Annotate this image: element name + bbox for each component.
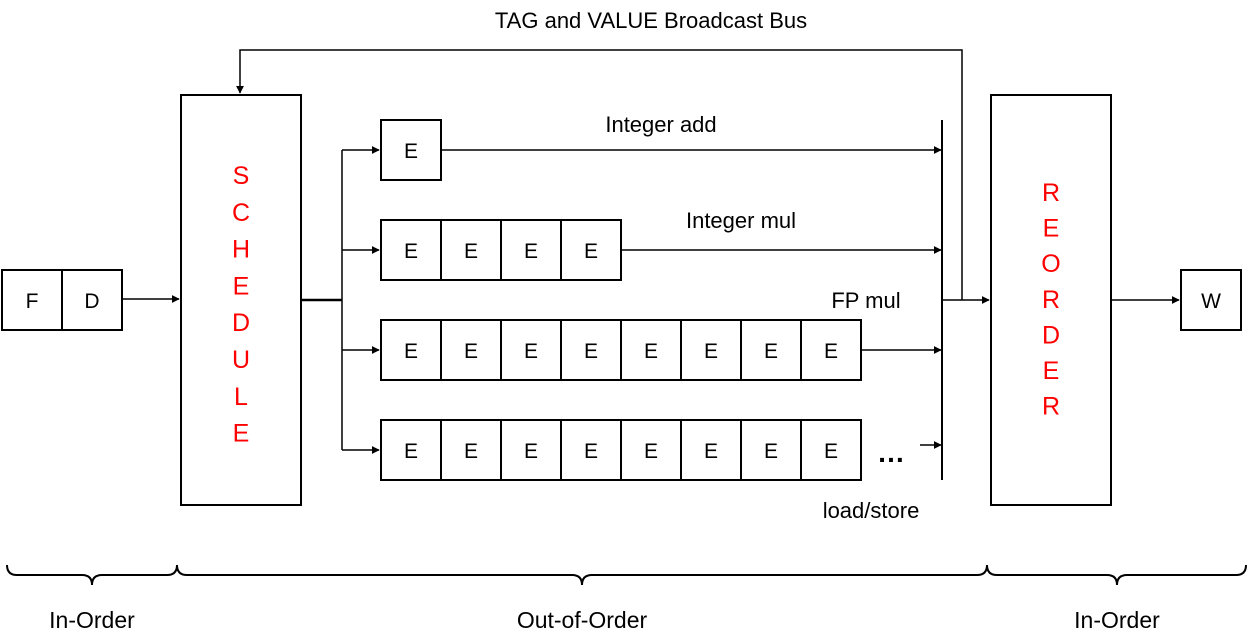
schedule-letter: L xyxy=(234,383,248,411)
reorder-letter: R xyxy=(1042,286,1060,314)
bus-label: TAG and VALUE Broadcast Bus xyxy=(495,8,807,33)
writeback-stage: W xyxy=(1180,269,1242,331)
schedule-letter: U xyxy=(232,346,250,374)
writeback-box xyxy=(1180,269,1242,331)
execute-stage-label: E xyxy=(584,240,598,263)
execute-stage-box xyxy=(620,319,682,381)
pipeline-integer-add: E Integer add xyxy=(380,112,942,181)
schedule-letter: D xyxy=(232,309,250,337)
execute-stage-box xyxy=(500,219,562,281)
execute-stage-label: E xyxy=(404,440,418,463)
reorder-letter: O xyxy=(1041,250,1060,278)
integer-mul-label: Integer mul xyxy=(686,208,796,233)
execute-stage-label: E xyxy=(644,440,658,463)
execute-stage-label: E xyxy=(764,340,778,363)
reorder-letter: R xyxy=(1042,179,1060,207)
execute-stage-box xyxy=(440,319,502,381)
writeback-label: W xyxy=(1201,290,1221,313)
execute-stage-label: E xyxy=(524,340,538,363)
reorder-letter: E xyxy=(1043,357,1060,385)
execute-stage-label: E xyxy=(524,440,538,463)
execute-stage-label: E xyxy=(584,440,598,463)
out-of-order-brace xyxy=(176,564,988,586)
execute-stage-box xyxy=(500,419,562,481)
execute-stage-box xyxy=(560,419,622,481)
load-store-label: load/store xyxy=(823,498,920,523)
in-order-brace-left xyxy=(6,564,178,586)
execute-stage-label: E xyxy=(704,340,718,363)
execute-stage-label: E xyxy=(824,440,838,463)
execute-stage-label: E xyxy=(824,340,838,363)
integer-add-label: Integer add xyxy=(605,112,716,137)
decode-stage: D xyxy=(61,269,123,331)
execute-stage-label: E xyxy=(464,440,478,463)
fetch-stage: F xyxy=(1,269,63,331)
fp-mul-label: FP mul xyxy=(831,288,900,313)
out-of-order-label: Out-of-Order xyxy=(517,607,648,633)
execute-stage-label: E xyxy=(404,140,418,163)
execute-stage-box xyxy=(380,319,442,381)
execute-stage-label: E xyxy=(524,240,538,263)
reorder-letter: R xyxy=(1042,393,1060,421)
ellipsis-label: … xyxy=(877,437,905,468)
schedule-letter: S xyxy=(233,162,250,190)
reorder-letter: D xyxy=(1042,321,1060,349)
execute-stage-box xyxy=(440,419,502,481)
execute-stage-box xyxy=(380,219,442,281)
execute-stage-box xyxy=(680,319,742,381)
broadcast-bus-line xyxy=(236,49,963,300)
execute-stage-label: E xyxy=(404,340,418,363)
execute-stage-box xyxy=(620,419,682,481)
execute-stage-box xyxy=(680,419,742,481)
decode-box xyxy=(61,269,123,331)
decode-label: D xyxy=(84,290,99,313)
schedule-letter: C xyxy=(232,199,250,227)
execute-stage-label: E xyxy=(464,240,478,263)
pipeline-fp-mul: E E E E E E E E FP mul xyxy=(380,288,942,381)
execute-stage-box xyxy=(800,419,862,481)
reorder-letter: E xyxy=(1043,215,1060,243)
fetch-label: F xyxy=(26,290,39,313)
schedule-box xyxy=(180,94,302,506)
schedule-letter: H xyxy=(232,236,250,264)
in-order-label-left: In-Order xyxy=(49,607,135,633)
schedule-letter: E xyxy=(233,272,250,300)
execute-stage-label: E xyxy=(464,340,478,363)
in-order-brace-right xyxy=(986,564,1247,586)
reorder-box xyxy=(990,94,1112,506)
in-order-label-right: In-Order xyxy=(1074,607,1160,633)
pipeline-integer-mul: E E E E Integer mul xyxy=(380,208,942,281)
execute-stage-label: E xyxy=(404,240,418,263)
execute-stage-label: E xyxy=(584,340,598,363)
pipeline-load-store: E E E E E E E E … load/store xyxy=(380,419,942,523)
schedule-letter: E xyxy=(233,420,250,448)
execute-stage-label: E xyxy=(644,340,658,363)
execute-stage-label: E xyxy=(704,440,718,463)
execute-stage-label: E xyxy=(764,440,778,463)
execute-stage-box xyxy=(380,419,442,481)
